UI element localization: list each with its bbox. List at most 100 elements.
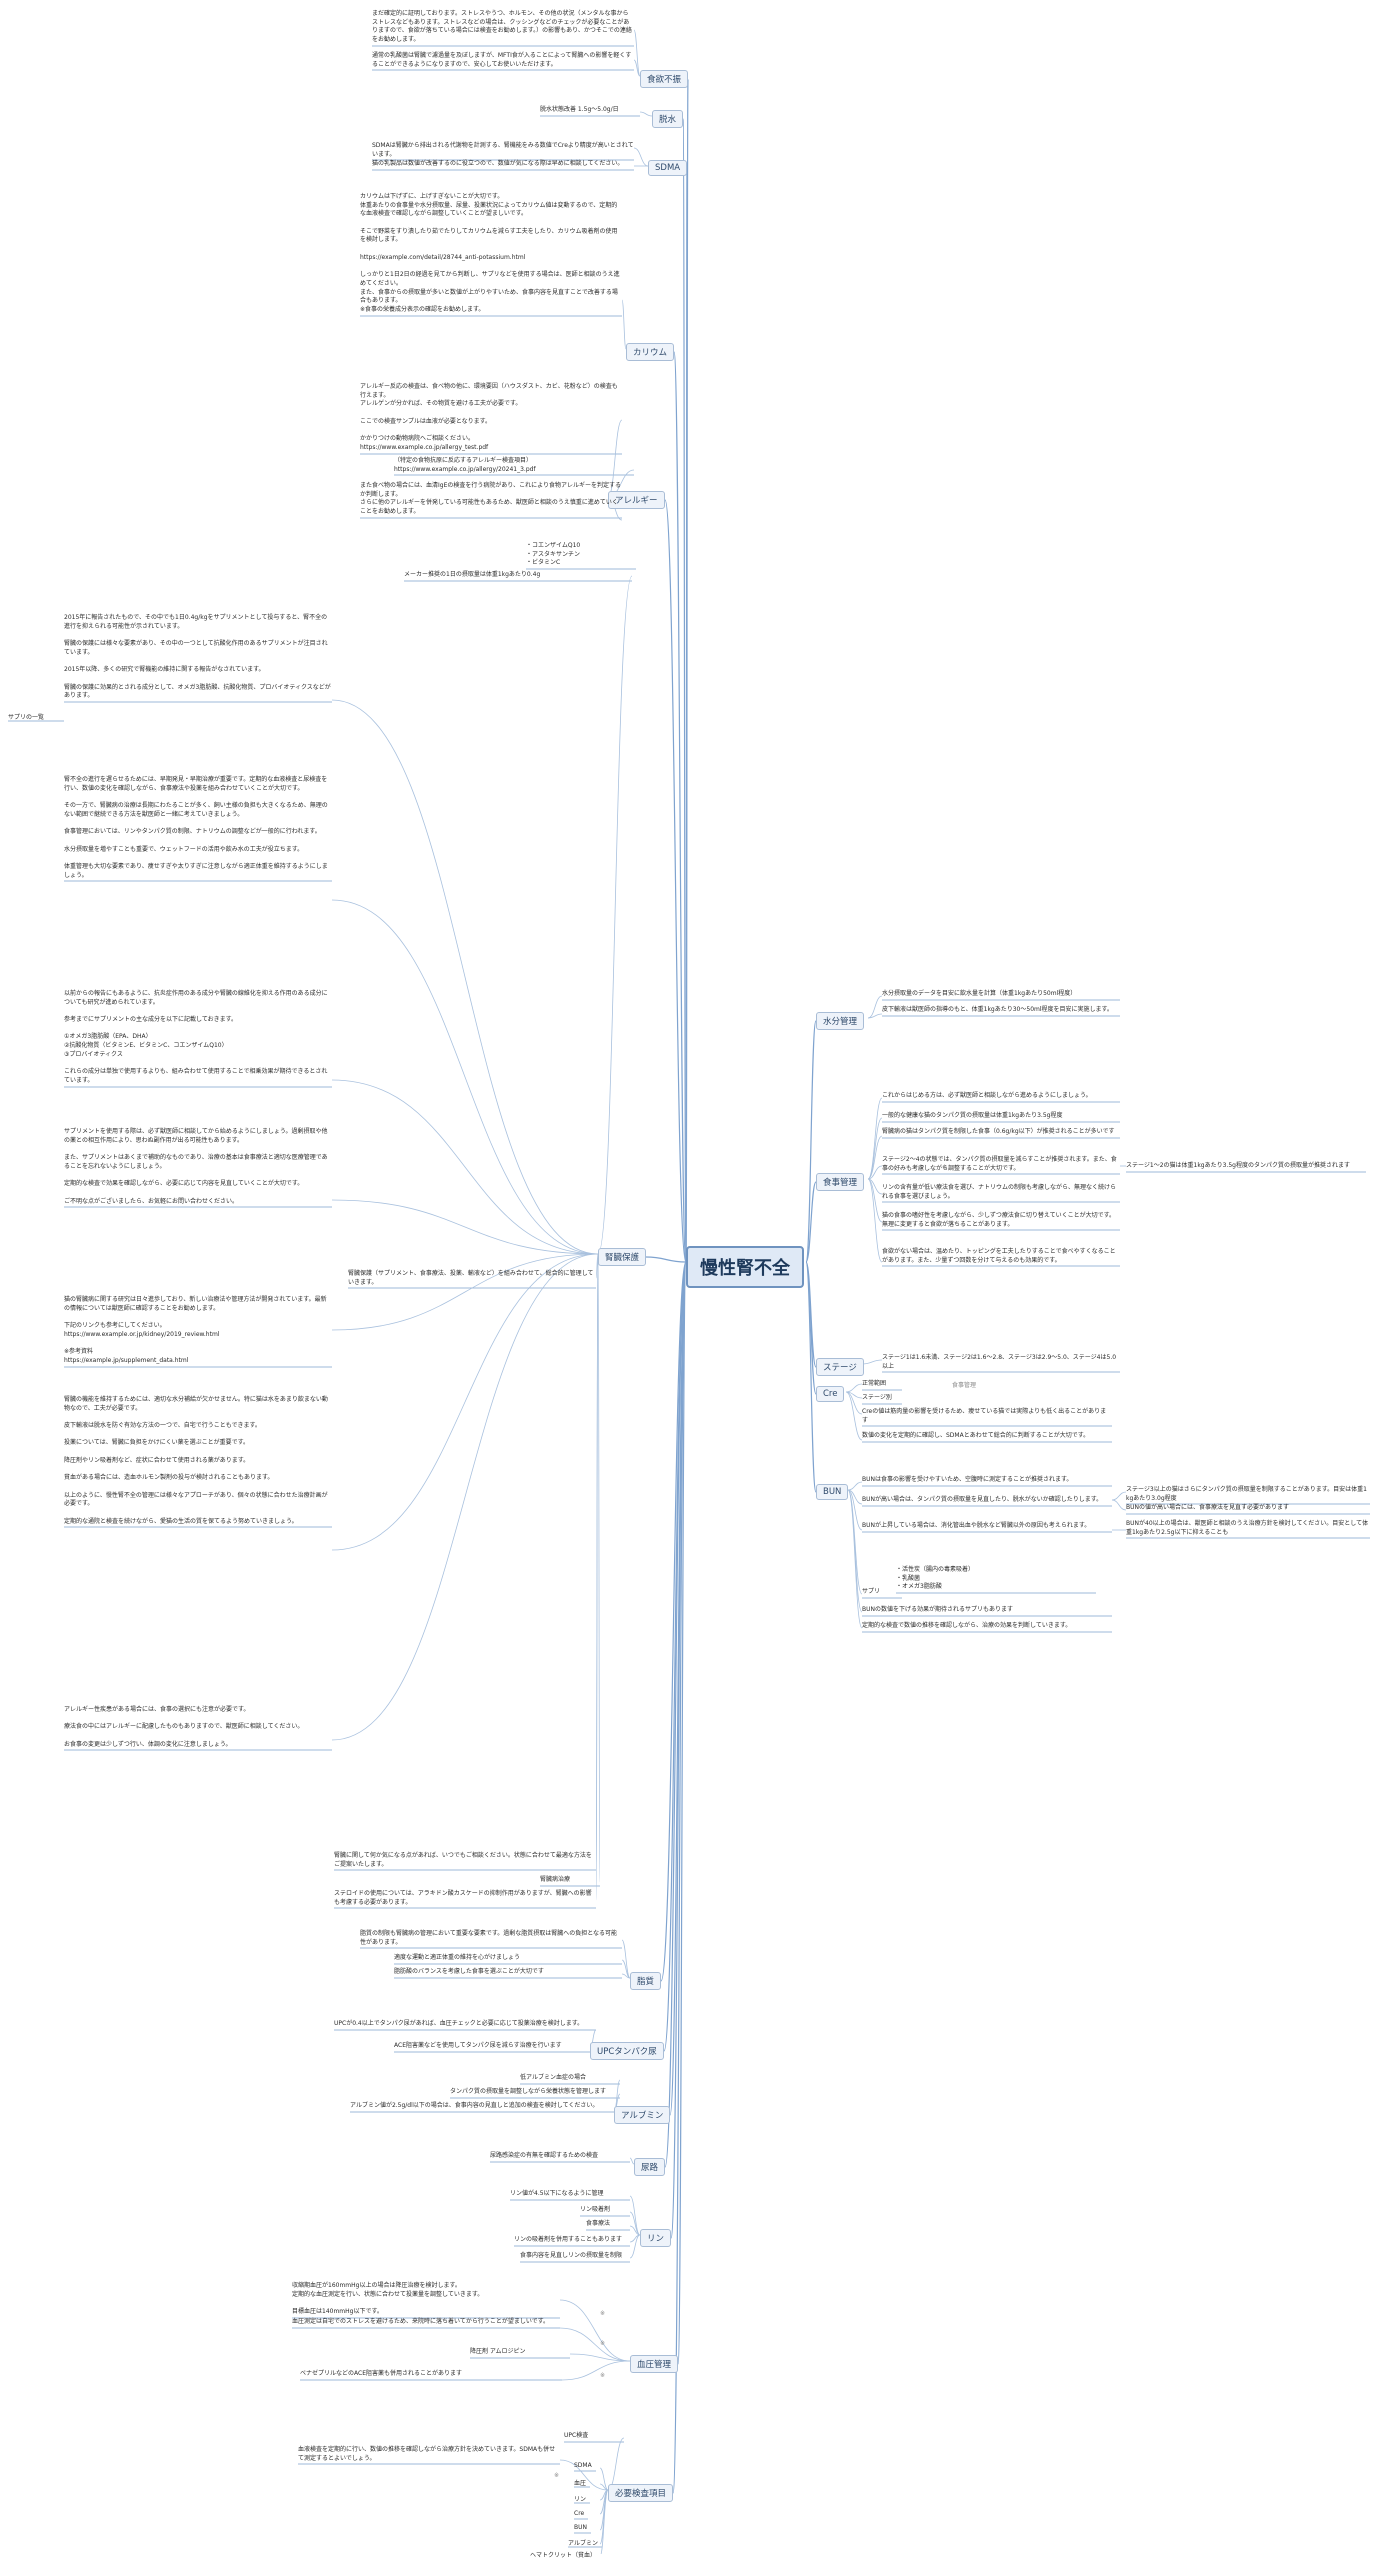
note-right-7: 猫の食事の嗜好性を考慮しながら、少しずつ療法食に切り替えていくことが大切です。無… [882,1212,1115,1228]
note-kidney-0: 腎臓に関して何か気になる点があれば、いつでもご相談ください。状態に合わせて最適な… [334,1852,592,1868]
marker-0: ※ [942,1164,948,1171]
note-right-10: 正常範囲 [862,1380,887,1387]
note-right-6: リンの含有量が低い療法食を選び、ナトリウムの制限も考慮しながら、無理なく続けられ… [882,1184,1117,1200]
note-left-13: 以前からの報告にもあるように、抗炎症作用のある成分や腎臓の線維化を抑える作用のあ… [64,990,328,1084]
note-kidney-1: 腎臓病治療 [540,1876,571,1883]
note-right-14: BUNは食事の影響を受けやすいため、空腹時に測定することが推奨されます。 [862,1476,1073,1483]
topic-cre[interactable]: Cre [816,1386,845,1402]
root-topic[interactable]: 慢性腎不全 [686,1246,804,1288]
test-item-0: SDMA [574,2462,592,2469]
note-left-10: メーカー推奨の1日の摂取量は体重1kgあたり0.4g [404,571,541,578]
topic-blood[interactable]: 尿路 [634,2158,666,2176]
note-left-6: アレルギー反応の検査は、食べ物の他に、環境要因（ハウスダスト、カビ、花粉など）の… [360,383,618,451]
test-item-3: Cre [574,2510,585,2517]
note-kidney-3: 腎臓保護（サプリメント、食事療法、投薬、輸液など）を組み合わせて、総合的に管理し… [348,1270,594,1286]
note-albumin-1: タンパク質の摂取量を調整しながら栄養状態を管理します [450,2088,607,2095]
note-right-15: BUNが高い場合は、タンパク質の摂取量を見直したり、脱水がないか確認したりします… [862,1496,1103,1503]
side-label: サプリの一覧 [8,714,45,721]
note-phosphorus-1: リン吸着剤 [580,2206,611,2213]
note-upc-0: UPCが0.4以上でタンパク尿があれば、血圧チェックと必要に応じて投薬治療を検討… [334,2020,584,2027]
topic-kidney[interactable]: 腎臓保護 [598,1248,647,1266]
note-left-1: 通常の乳酸菌は腎臓で濾過量を及ぼしますが、MFTI食が入ることによって腎臓への影… [372,52,632,68]
marker-1: 食事管理 [952,1382,977,1389]
note-far-right-3: BUNが40以上の場合は、獣医師と相談のうえ治療方針を検討してください。目安とし… [1126,1520,1369,1536]
note-right-3: 一般的な健康な猫のタンパク質の摂取量は体重1kgあたり3.5g程度 [882,1112,1063,1119]
note-far-right-1: ステージ3以上の猫はさらにタンパク質の摂取量を制限することがあります。目安は体重… [1126,1486,1367,1502]
test-item-5: アルブミン [568,2540,598,2547]
note-left-7: （特定の食物抗原に反応するアレルギー検査項目） https://www.exam… [394,457,536,473]
note-left-4: 猫の乳製品は数値が改善するのに役立つので、数値が気になる際は早めに相談してくださ… [372,160,624,167]
topic-sdma[interactable]: SDMA [648,160,688,176]
note-tests-0: UPC検査 [564,2432,589,2439]
topic-diet[interactable]: 食事管理 [816,1173,865,1191]
topic-stage[interactable]: ステージ [816,1358,864,1376]
note-phosphorus-2: 食事療法 [586,2220,611,2227]
note-left-16: 腎臓の機能を維持するためには、適切な水分補給が欠かせません。特に猫は水をあまり飲… [64,1396,328,1525]
note-bp-2: 降圧剤 アムロジピン [470,2348,526,2355]
note-albumin-0: 低アルブミン血症の場合 [520,2074,586,2081]
note-right-1: 皮下輸液は獣医師の指導のもと、体重1kgあたり30〜50ml程度を目安に実施しま… [882,1006,1113,1013]
note-left-14: サプリメントを使用する際は、必ず獣医師に相談してから始めるようにしましょう。過剰… [64,1128,328,1205]
note-right-20: 定期的な検査で数値の推移を確認しながら、治療の効果を判断していきます。 [862,1622,1072,1629]
marker-2: ※ [600,2310,606,2317]
note-upc-1: ACE阻害薬などを使用してタンパク尿を減らす治療を行います [394,2042,562,2049]
note-right-16: BUNが上昇している場合は、消化管出血や脱水など腎臓以外の原因も考えられます。 [862,1522,1091,1529]
test-item-6: ヘマトクリット（貧血） [530,2552,597,2559]
note-albumin-2: アルブミン値が2.5g/dl以下の場合は、食事内容の見直しと追加の検査を検討して… [350,2102,599,2109]
topic-allergy[interactable]: アレルギー [608,491,665,509]
note-left-12: 腎不全の進行を遅らせるためには、早期発見・早期治療が重要です。定期的な血液検査と… [64,776,328,879]
topic-water[interactable]: 水分管理 [816,1012,865,1030]
note-right-18: サプリ [862,1588,881,1595]
test-item-2: リン [574,2496,587,2503]
note-left-17: アレルギー性疾患がある場合には、食事の選択にも注意が必要です。 療法食の中にはア… [64,1706,304,1748]
topic-phos[interactable]: 脂質 [630,1972,662,1990]
note-right-12: Creの値は筋肉量の影響を受けるため、痩せている猫では実際よりも低く出ることがあ… [862,1408,1107,1424]
note-phosphorus-0: リン値が4.5以下になるように管理 [510,2190,604,2197]
note-left-11: 2015年に報告されたもので、その中でも1日0.4g/kgをサプリメントとして投… [64,614,331,700]
note-lipid-2: 脂肪酸のバランスを考慮した食事を選ぶことが大切です [394,1968,544,1975]
note-left-9: ・コエンザイムQ10 ・アスタキサンチン ・ビタミンC [526,542,581,567]
note-lipid-1: 適度な運動と適正体重の維持を心がけましょう [394,1954,521,1961]
topic-tests[interactable]: 必要検査項目 [608,2484,674,2502]
marker-4: ※ [600,2372,606,2379]
note-right-13: 数値の変化を定期的に確認し、SDMAとあわせて総合的に判断することが大切です。 [862,1432,1090,1439]
note-left-0: まだ確定的に証明しております。ストレスやうつ、ホルモン、その他の状況（メンタルな… [372,10,632,44]
topic-upc[interactable]: UPCタンパク尿 [590,2042,664,2060]
note-left-5: カリウムは下げずに、上げすぎないことが大切です。 体重あたりの食事量や水分摂取量… [360,193,620,313]
note-left-15: 猫の腎臓病に関する研究は日々進歩しており、新しい治療法や管理方法が開発されていま… [64,1296,327,1364]
topic-bp[interactable]: 血圧管理 [630,2355,679,2373]
topic-albumin[interactable]: アルブミン [614,2106,671,2124]
note-lipid-0: 脂質の制限も腎臓病の管理において重要な要素です。過剰な脂質摂取は腎臓への負担とな… [360,1930,618,1946]
note-right-19: BUNの数値を下げる効果が期待されるサプリもあります [862,1606,1013,1613]
topic-bun[interactable]: BUN [816,1484,849,1500]
note-right-17: ・活性炭（腸内の毒素吸着） ・乳酸菌 ・オメガ3脂肪酸 [896,1566,975,1591]
note-tests-1: 血液検査を定期的に行い、数値の推移を確認しながら治療方針を決めていきます。SDM… [298,2446,556,2462]
note-right-4: 腎臓病の猫はタンパク質を制限した食事（0.6g/kg以下）が推奨されることが多い… [882,1128,1115,1135]
note-right-0: 水分摂取量のデータを目安に飲水量を計算（体重1kgあたり50ml程度） [882,990,1077,997]
note-right-2: これからはじめる方は、必ず獣医師と相談しながら進めるようにしましょう。 [882,1092,1092,1099]
note-right-9: ステージ1は1.6未満、ステージ2は1.6〜2.8、ステージ3は2.9〜5.0、… [882,1354,1117,1370]
topic-salt[interactable]: 脱水 [652,110,684,128]
note-bp-0: 収縮期血圧が160mmHg以上の場合は降圧治療を検討します。 定期的な血圧測定を… [292,2282,484,2316]
note-left-3: SDMAは腎臓から排出される代謝物を計測する、腎機能をみる数値でCreより精度が… [372,142,634,158]
note-far-right-0: ステージ1〜2の猫は体重1kgあたり3.5g程度のタンパク質の摂取量が推奨されま… [1126,1162,1350,1169]
note-right-11: ステージ別 [862,1394,892,1401]
topic-appetite[interactable]: 食欲不振 [640,70,689,88]
note-right-8: 食欲がない場合は、温めたり、トッピングを工夫したりすることで食べやすくなることが… [882,1248,1116,1264]
topic-potassium[interactable]: カリウム [626,343,675,361]
note-kidney-2: ステロイドの使用については、アラキドン酸カスケードの抑制作用がありますが、腎臓へ… [334,1890,592,1906]
note-phosphorus-4: 食事内容を見直しリンの摂取量を制限 [520,2252,623,2259]
note-phosphorus-3: リンの吸着剤を併用することもあります [514,2236,623,2243]
note-bp-3: ベナゼプリルなどのACE阻害薬も併用されることがあります [300,2370,462,2377]
marker-3: ※ [600,2340,606,2347]
note-far-right-2: BUNの値が高い場合には、食事療法を見直す必要があります [1126,1504,1289,1511]
note-urinary-0: 尿路感染症の有無を確認するための検査 [490,2152,599,2159]
test-item-1: 血圧 [574,2480,587,2487]
note-left-8: また食べ物の場合には、血清IgEの検査を行う病院があり、これにより食物アレルギー… [360,482,622,516]
note-right-5: ステージ2〜4の状態では、タンパク質の摂取量を減らすことが推奨されます。また、食… [882,1156,1117,1172]
marker-5: ※ [554,2472,560,2479]
test-item-4: BUN [574,2524,587,2531]
topic-rin[interactable]: リン [640,2229,672,2247]
note-left-2: 脱水状態改善 1.5g〜5.0g/日 [540,106,619,113]
